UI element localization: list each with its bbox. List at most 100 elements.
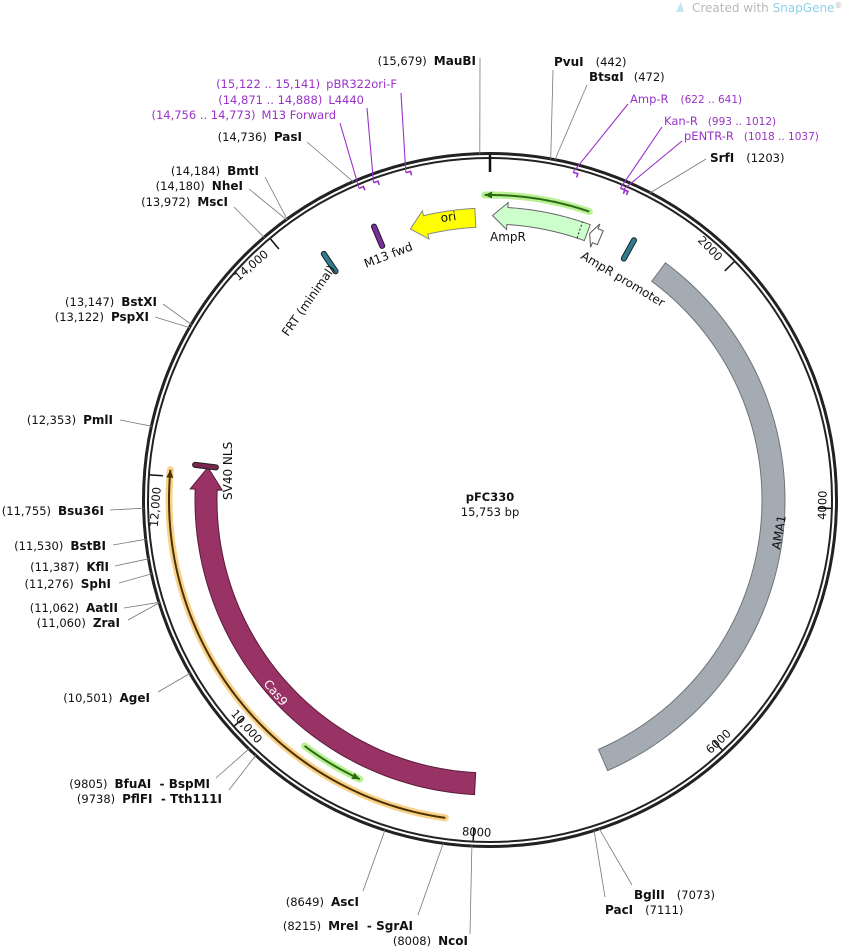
plasmid-name: pFC330 [466, 490, 515, 504]
tick-mark [712, 739, 723, 751]
enzyme-SrfI[interactable]: SrfI(1203) [649, 151, 785, 194]
svg-text:(11,530)BstBI: (11,530)BstBI [14, 539, 106, 553]
svg-text:(13,122)PspXI: (13,122)PspXI [55, 310, 149, 324]
feature-frt[interactable] [321, 251, 338, 274]
enzyme-MreI-SgrAI[interactable]: (8215)MreI - SgrAI [283, 842, 444, 933]
feature-cas9[interactable] [189, 466, 477, 796]
orf-ampr[interactable] [484, 193, 590, 213]
svg-text:Created with SnapGene®: Created with SnapGene® [692, 1, 842, 15]
features-layer [165, 191, 786, 822]
feature-label-ama1[interactable]: AMA1 [769, 514, 789, 550]
tick-label: 14,000 [231, 247, 271, 284]
enzyme-MauBI[interactable]: (15,679)MauBI [378, 54, 481, 155]
enzyme-BfuAI-BspMI[interactable]: (9805)BfuAI - BspMI [69, 748, 250, 791]
tick-label: 4000 [815, 490, 830, 520]
svg-text:BglII(7073): BglII(7073) [634, 888, 715, 902]
primer-site-mark[interactable] [405, 170, 413, 176]
svg-text:(15,122 .. 15,141)pBR322ori-F: (15,122 .. 15,141)pBR322ori-F [216, 77, 397, 91]
enzyme-KflI[interactable]: (11,387)KflI [30, 558, 150, 574]
orf-cas9-inner-arrowhead-icon [351, 772, 360, 780]
primer-site-mark[interactable] [358, 185, 366, 191]
primer-Kan-R[interactable]: Kan-R(993 .. 1012) [619, 114, 776, 189]
svg-text:(11,062)AatII: (11,062)AatII [30, 601, 118, 615]
primer-Amp-R[interactable]: Amp-R(622 .. 641) [572, 92, 742, 173]
enzyme-BstXI[interactable]: (13,147)BstXI [65, 295, 192, 326]
svg-text:(14,756 .. 14,773)M13 Forward: (14,756 .. 14,773)M13 Forward [151, 108, 336, 122]
svg-text:(14,180)NheI: (14,180)NheI [156, 179, 243, 193]
svg-text:(8215)MreI - SgrAI: (8215)MreI - SgrAI [283, 919, 413, 933]
tick-label: 8000 [462, 824, 492, 839]
svg-text:(11,276)SphI: (11,276)SphI [25, 577, 111, 591]
tick-mark [149, 474, 163, 477]
enzyme-Bsu36I[interactable]: (11,755)Bsu36I [2, 504, 145, 518]
enzyme-AatII[interactable]: (11,062)AatII [30, 601, 160, 615]
primer-pENTR-R[interactable]: pENTR-R(1018 .. 1037) [623, 129, 819, 190]
svg-text:SrfI(1203): SrfI(1203) [710, 151, 785, 165]
feature-ama1[interactable] [597, 262, 786, 772]
tick-mark [269, 238, 280, 250]
tick-label: 12,000 [147, 486, 164, 527]
enzyme-MscI[interactable]: (13,972)MscI [141, 195, 265, 238]
enzyme-BtsaI[interactable]: BtsαI(472) [554, 70, 665, 161]
orf-cas9-inner[interactable] [303, 745, 361, 781]
feature-label-ori[interactable]: ori [440, 209, 457, 225]
snapgene-logo-icon [676, 2, 684, 12]
feature-ori[interactable] [409, 207, 477, 241]
svg-text:(8008)NcoI: (8008)NcoI [393, 934, 468, 948]
snapgene-watermark: Created with SnapGene® [676, 1, 842, 15]
primer-site-mark[interactable] [572, 171, 579, 178]
enzyme-PspXI[interactable]: (13,122)PspXI [55, 310, 191, 329]
feature-site[interactable] [621, 238, 636, 261]
feature-ampr[interactable] [491, 201, 591, 242]
orf-ampr-arrowhead-icon [484, 191, 493, 199]
enzyme-AscI[interactable]: (8649)AscI [286, 829, 386, 909]
tick-mark [233, 716, 245, 727]
svg-text:Amp-R(622 .. 641): Amp-R(622 .. 641) [630, 92, 742, 106]
feature-label-ampr[interactable]: AmpR [490, 230, 526, 244]
svg-text:(14,871 .. 14,888)L4440: (14,871 .. 14,888)L4440 [218, 93, 364, 107]
svg-text:(12,353)PmlI: (12,353)PmlI [27, 413, 113, 427]
feature-label-frt[interactable]: FRT (minimal) [279, 263, 338, 339]
svg-text:(15,679)MauBI: (15,679)MauBI [378, 54, 476, 68]
svg-text:PacI(7111): PacI(7111) [605, 903, 683, 917]
svg-text:BtsαI(472): BtsαI(472) [589, 70, 665, 84]
enzyme-BstBI[interactable]: (11,530)BstBI [14, 538, 147, 553]
feature-label-m13-fwd[interactable]: M13 fwd [362, 239, 415, 270]
plasmid-length: 15,753 bp [461, 505, 520, 519]
enzyme-NheI[interactable]: (14,180)NheI [156, 179, 288, 221]
tick-mark [472, 827, 475, 841]
enzyme-PacI[interactable]: PacI(7111) [593, 829, 683, 917]
enzyme-NcoI[interactable]: (8008)NcoI [393, 845, 473, 949]
feature-label-sv40-nls[interactable]: SV40 NLS [221, 442, 235, 500]
backbone-ring [142, 152, 838, 848]
primer-L4440[interactable]: (14,871 .. 14,888)L4440 [218, 93, 375, 183]
enzyme-PasI[interactable]: (14,736)PasI [218, 130, 354, 183]
enzyme-PvuI[interactable]: PvuI(442) [550, 55, 627, 160]
primer-pBR322ori-F[interactable]: (15,122 .. 15,141)pBR322ori-F [216, 77, 407, 173]
enzyme-PflFI-Tth111I[interactable]: (9738)PflFI - Tth111I [77, 754, 257, 806]
feature-m13-fwd[interactable] [372, 224, 385, 248]
svg-text:(13,147)BstXI: (13,147)BstXI [65, 295, 157, 309]
svg-text:Kan-R(993 .. 1012): Kan-R(993 .. 1012) [664, 114, 776, 128]
svg-text:(9738)PflFI - Tth111I: (9738)PflFI - Tth111I [77, 792, 222, 806]
primer-site-mark[interactable] [373, 180, 380, 186]
orf-cas9[interactable] [168, 469, 446, 819]
svg-text:(9805)BfuAI - BspMI: (9805)BfuAI - BspMI [69, 777, 210, 791]
enzyme-ZraI[interactable]: (11,060)ZraI [37, 602, 160, 630]
feature-ampr-promoter[interactable] [589, 223, 604, 248]
enzyme-SphI[interactable]: (11,276)SphI [25, 573, 153, 591]
feature-sv40-nls[interactable] [193, 462, 218, 470]
enzyme-BmtI[interactable]: (14,184)BmtI [171, 164, 288, 220]
tick-label: 2000 [695, 233, 725, 264]
ampr-signal-divider [576, 221, 583, 239]
enzyme-BglII[interactable]: BglII(7073) [598, 828, 715, 902]
primer-M13-Forward[interactable]: (14,756 .. 14,773)M13 Forward [151, 108, 360, 189]
svg-text:pENTR-R(1018 .. 1037): pENTR-R(1018 .. 1037) [684, 129, 819, 143]
enzyme-PmlI[interactable]: (12,353)PmlI [27, 413, 152, 427]
svg-text:(14,736)PasI: (14,736)PasI [218, 130, 302, 144]
enzyme-AgeI[interactable]: (10,501)AgeI [63, 672, 191, 705]
svg-text:(14,184)BmtI: (14,184)BmtI [171, 164, 259, 178]
tick-mark [724, 261, 735, 272]
primer-site-mark[interactable] [623, 188, 630, 196]
